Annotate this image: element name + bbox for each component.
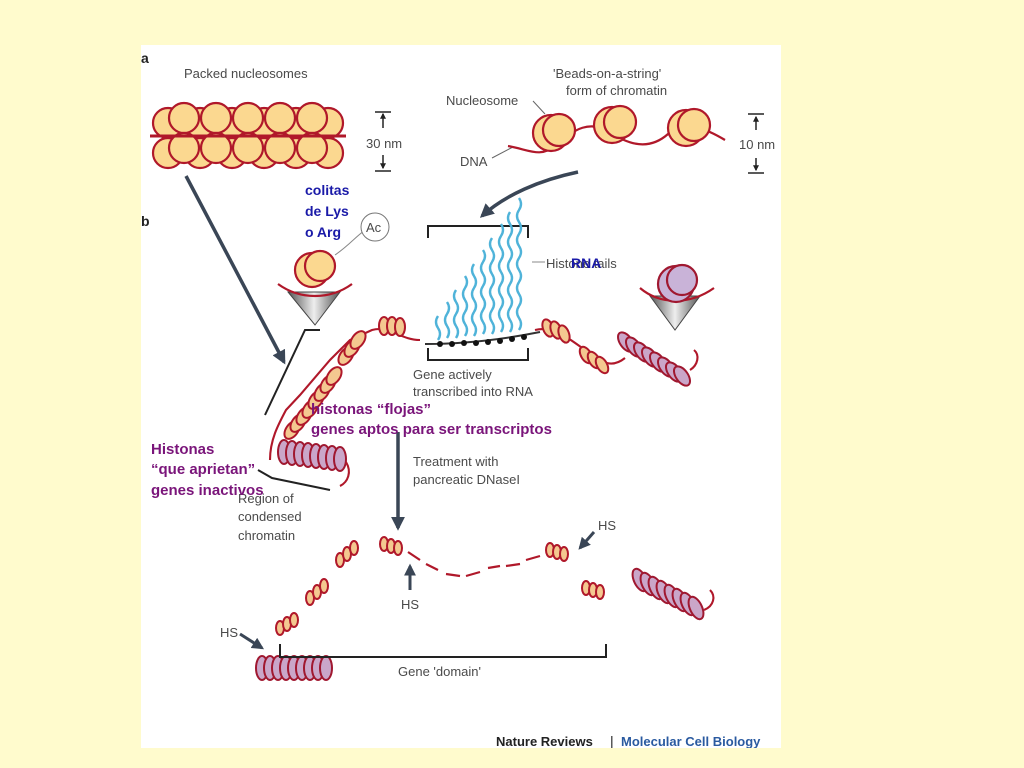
label-gene-active-2: transcribed into RNA	[413, 384, 533, 399]
panel-label-a: a	[141, 50, 149, 66]
bracket-condensed-bottom	[257, 469, 331, 491]
bracket-active-bottom	[427, 348, 529, 361]
digested-chromatin	[255, 536, 715, 681]
label-beads-1: 'Beads-on-a-string'	[553, 66, 661, 81]
label-10nm: 10 nm	[739, 137, 775, 152]
label-histone-tails: Histone tails	[546, 256, 617, 271]
label-gene-active-1: Gene actively	[413, 367, 492, 382]
bracket-active-top	[427, 225, 529, 238]
chromatin-fiber-middle	[268, 316, 699, 487]
label-region-1: Region of	[238, 491, 294, 506]
label-region-3: chromatin	[238, 528, 295, 543]
note-colitas-3: o Arg	[305, 224, 341, 240]
note-flojas-1: histonas “flojas”	[311, 401, 431, 418]
rna-transcripts	[434, 197, 523, 341]
note-rna: RNA	[571, 255, 601, 271]
note-aprietan-2: “que aprietan”	[151, 461, 255, 478]
label-gene-domain: Gene 'domain'	[398, 664, 481, 679]
arrow-hs-left	[239, 632, 265, 650]
label-packed-nucleosomes: Packed nucleosomes	[184, 66, 308, 81]
figure-panel: a b Packed nucleosomes 30 nm 'Beads-on-a…	[141, 45, 781, 749]
label-30nm: 30 nm	[366, 136, 402, 151]
bracket-gene-domain	[279, 644, 607, 658]
scale-10nm: 10 nm	[739, 113, 775, 174]
dna-polymerase-track	[424, 331, 541, 347]
label-hs-left: HS	[220, 625, 238, 640]
inactive-nucleosome	[639, 263, 715, 331]
label-hs-middle: HS	[401, 597, 419, 612]
beads-on-string	[507, 104, 726, 154]
packed-nucleosomes-fiber	[150, 101, 346, 170]
label-treatment-2: pancreatic DNaseI	[413, 472, 520, 487]
label-beads-2: form of chromatin	[566, 83, 667, 98]
label-treatment-1: Treatment with	[413, 454, 499, 469]
note-flojas-2: genes aptos para ser transcriptos	[311, 421, 552, 438]
footer-section: Molecular Cell Biology	[621, 734, 761, 748]
note-colitas-1: colitas	[305, 182, 350, 198]
footer-journal: Nature Reviews	[496, 734, 593, 748]
arrow-beads-to-active	[479, 170, 579, 218]
label-dna: DNA	[460, 154, 488, 169]
arrow-hs-right	[578, 531, 596, 550]
acetylated-nucleosome: Ac	[277, 212, 390, 326]
label-hs-right: HS	[598, 518, 616, 533]
label-region-2: condensed	[238, 509, 302, 524]
note-colitas-2: de Lys	[305, 203, 349, 219]
bracket-condensed-top	[264, 329, 320, 416]
label-nucleosome: Nucleosome	[446, 93, 518, 108]
label-ac: Ac	[366, 220, 382, 235]
note-aprietan-1: Histonas	[151, 441, 214, 458]
footer-separator: |	[610, 733, 614, 748]
arrow-packed-to-condensed	[184, 175, 286, 365]
chromatin-diagram: a b Packed nucleosomes 30 nm 'Beads-on-a…	[141, 50, 775, 749]
note-aprietan-3: genes inactivos	[151, 482, 264, 499]
panel-label-b: b	[141, 213, 150, 229]
scale-30nm: 30 nm	[366, 111, 402, 172]
